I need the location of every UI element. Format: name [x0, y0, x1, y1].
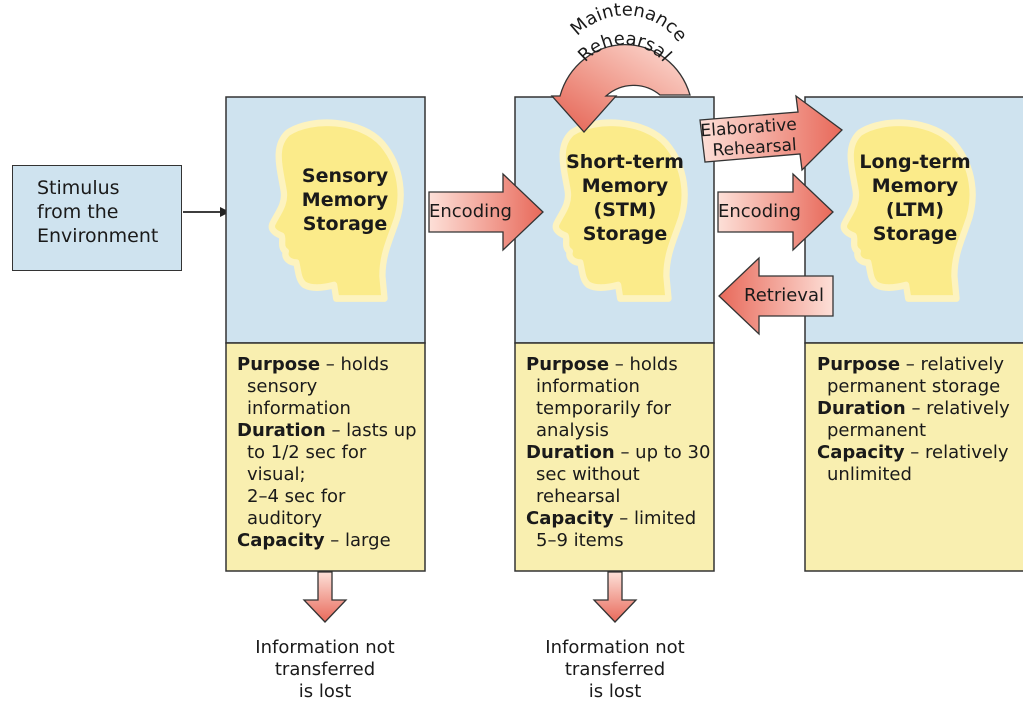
stimulus-arrowhead — [220, 207, 230, 217]
stimulus-box: Stimulus from the Environment — [12, 165, 182, 271]
lost-arrow-1 — [302, 571, 348, 623]
duration-label: Duration — [817, 398, 906, 419]
stimulus-line: Environment — [37, 225, 159, 247]
stm-panel — [514, 96, 715, 572]
lost-label-2: Information not transferred is lost — [545, 637, 685, 702]
stimulus-line: Stimulus — [37, 177, 120, 199]
purpose-label: Purpose — [817, 354, 901, 375]
lost-arrow-2 — [592, 571, 638, 623]
lost-label-1: Information not transferred is lost — [255, 637, 395, 702]
stm-title: Short-term Memory (STM) Storage — [566, 151, 684, 245]
ltm-title: Long-term Memory (LTM) Storage — [859, 151, 971, 245]
ltm-info: Purpose – relatively permanent storage D… — [817, 354, 1010, 485]
encoding-label-2: Encoding — [718, 201, 801, 222]
encoding-label-1: Encoding — [429, 201, 512, 222]
encoding-arrow-1 — [428, 172, 544, 252]
retrieval-arrow — [718, 256, 834, 336]
stm-info: Purpose – holds information temporarily … — [526, 354, 711, 551]
capacity-label: Capacity — [237, 530, 325, 551]
capacity-label: Capacity — [817, 442, 905, 463]
sensory-info: Purpose – holds sensory information Dura… — [237, 354, 417, 551]
retrieval-label: Retrieval — [744, 285, 824, 306]
purpose-label: Purpose — [526, 354, 610, 375]
sensory-title: Sensory Memory Storage — [301, 165, 389, 235]
duration-label: Duration — [526, 442, 615, 463]
ltm-panel — [804, 96, 1023, 572]
maintenance-rehearsal-arrow — [550, 43, 691, 133]
elaborative-rehearsal-arrow — [699, 94, 843, 172]
duration-label: Duration — [237, 420, 326, 441]
encoding-arrow-2 — [717, 172, 834, 252]
capacity-label: Capacity — [526, 508, 614, 529]
sensory-panel — [225, 96, 426, 572]
purpose-label: Purpose — [237, 354, 321, 375]
stimulus-line: from the — [37, 201, 119, 223]
